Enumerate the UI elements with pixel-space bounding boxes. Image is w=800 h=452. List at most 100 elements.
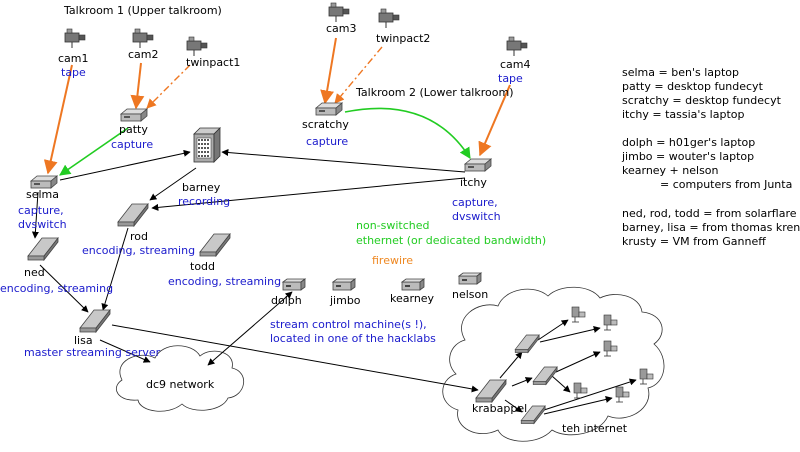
ned-server-icon	[27, 237, 59, 261]
itchy-computer-icon	[464, 158, 492, 172]
kearney-label: kearney	[390, 292, 435, 305]
stream-control-note-line1: stream control machine(s !),	[270, 318, 427, 331]
link-ned-lisa	[39, 264, 89, 313]
firewire-cam2-patty	[130, 62, 145, 110]
selma-role-line2: dvswitch	[18, 218, 67, 231]
ned-label: ned	[24, 266, 45, 279]
legend-line-6: jimbo = wouter's laptop	[621, 150, 754, 163]
itchy-label: itchy	[460, 176, 487, 189]
twinpact1-label: twinpact1	[186, 56, 240, 69]
link-krabappel-hub2	[511, 377, 533, 387]
link-hub2-client4	[551, 375, 571, 393]
cam1-tape-label: tape	[61, 66, 86, 79]
itchy-role-line1: capture,	[452, 196, 498, 209]
legend-line-5: dolph = h01ger's laptop	[622, 136, 755, 149]
selma-computer-icon	[30, 175, 58, 189]
cam2-label: cam2	[128, 48, 159, 61]
barney-label: barney	[182, 181, 221, 194]
legend-line-2: patty = desktop fundecyt	[622, 80, 764, 93]
link-selma-ned	[31, 191, 39, 239]
firewire-twinpact2-scratchy	[334, 46, 383, 104]
selma-label: selma	[26, 188, 59, 201]
hostname-legend: selma = ben's laptop patty = desktop fun…	[621, 66, 800, 248]
twinpact1-camera-icon	[186, 36, 208, 57]
barney-server-icon	[193, 127, 221, 163]
cam1-camera-icon	[64, 28, 86, 49]
internet-cloud	[442, 286, 665, 442]
link-itchy-rod	[151, 177, 466, 211]
ethernet-patty-selma	[59, 127, 129, 176]
kearney-computer-icon	[401, 278, 425, 291]
link-hub3-client5	[543, 378, 637, 411]
twinpact2-camera-icon	[378, 8, 400, 29]
itchy-role-line2: dvswitch	[452, 210, 501, 223]
cam4-label: cam4	[500, 58, 531, 71]
firewire-note: firewire	[372, 254, 413, 267]
link-lisa-dc9	[99, 339, 151, 363]
link-rod-lisa	[101, 227, 129, 311]
link-itchy-barney	[221, 149, 466, 173]
legend-line-10: barney, lisa = from thomas krenn	[622, 221, 800, 234]
ethernet-note-line2: ethernet (or dedicated bandwidth)	[356, 234, 546, 247]
lisa-server-icon	[79, 309, 111, 333]
dc9-network-label: dc9 network	[146, 378, 215, 391]
link-krabappel-hub3	[504, 399, 523, 413]
upper-talkroom-label: Talkroom 1 (Upper talkroom)	[63, 4, 222, 17]
barney-role: recording	[178, 195, 230, 208]
legend-line-3: scratchy = desktop fundecyt	[622, 94, 782, 107]
firewire-cam1-selma	[43, 64, 73, 175]
dolph-computer-icon	[282, 278, 306, 291]
scratchy-label: scratchy	[302, 118, 349, 131]
firewire-cam4-itchy	[478, 84, 511, 157]
ethernet-scratchy-itchy	[344, 107, 471, 159]
cam3-camera-icon	[328, 2, 350, 23]
ned-role: encoding, streaming	[0, 282, 113, 295]
lisa-role: master streaming server	[24, 346, 161, 359]
lower-talkroom-label: Talkroom 2 (Lower talkroom)	[355, 86, 513, 99]
link-hub1-client2	[539, 326, 601, 343]
patty-role: capture	[111, 138, 153, 151]
legend-line-8: = computers from Junta	[660, 178, 792, 191]
legend-line-4: itchy = tassia's laptop	[622, 108, 744, 121]
twinpact2-label: twinpact2	[376, 32, 430, 45]
todd-label: todd	[190, 260, 215, 273]
jimbo-computer-icon	[332, 278, 356, 291]
scratchy-computer-icon	[315, 102, 343, 116]
legend-line-9: ned, rod, todd = from solarflare	[622, 207, 797, 220]
scratchy-role: capture	[306, 135, 348, 148]
link-hub1-client1	[537, 319, 569, 341]
stream-control-note-line2: located in one of the hacklabs	[270, 332, 436, 345]
patty-computer-icon	[120, 108, 148, 122]
cam1-label: cam1	[58, 52, 89, 65]
firewire-twinpact1-patty	[146, 64, 191, 109]
rod-server-icon	[117, 203, 149, 227]
todd-server-icon	[199, 233, 231, 257]
legend-line-11: krusty = VM from Ganneff	[622, 235, 766, 248]
legend-line-1: selma = ben's laptop	[622, 66, 739, 79]
patty-label: patty	[119, 123, 148, 136]
nelson-label: nelson	[452, 288, 488, 301]
link-hub3-client6	[543, 396, 613, 415]
firewire-cam3-scratchy	[320, 37, 337, 105]
krabappel-label: krabappel	[472, 402, 527, 415]
selma-role-line1: capture,	[18, 204, 64, 217]
lisa-label: lisa	[74, 334, 93, 347]
link-lisa-krabappel	[111, 324, 479, 393]
cam4-tape-label: tape	[498, 72, 523, 85]
ethernet-note-line1: non-switched	[356, 219, 430, 232]
nelson-computer-icon	[458, 272, 482, 285]
cam3-label: cam3	[326, 22, 357, 35]
link-dolph-dc9	[207, 291, 293, 366]
link-selma-barney	[59, 149, 191, 181]
rod-role: encoding, streaming	[82, 244, 195, 257]
cam2-camera-icon	[132, 28, 154, 49]
todd-role: encoding, streaming	[168, 275, 281, 288]
legend-line-7: kearney + nelson	[622, 164, 719, 177]
link-hub2-client3	[555, 351, 601, 373]
link-barney-rod	[149, 167, 197, 201]
link-krabappel-hub1	[499, 351, 523, 379]
cam4-camera-icon	[506, 36, 528, 57]
dolph-label: dolph	[271, 294, 302, 307]
rod-label: rod	[130, 230, 148, 243]
